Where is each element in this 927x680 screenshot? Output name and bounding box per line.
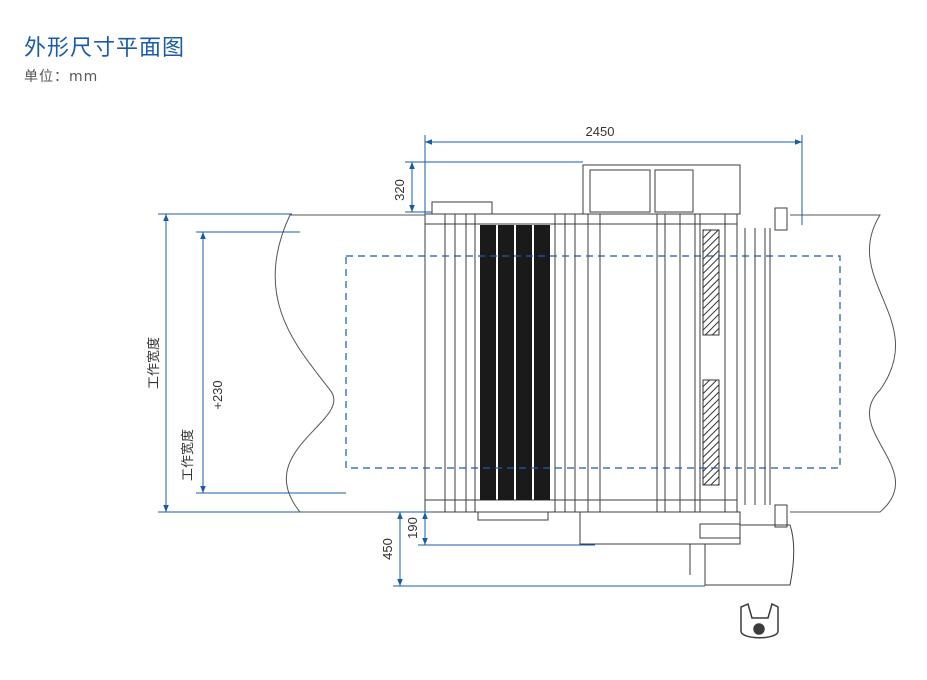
dim-bottom-far-label: 450 xyxy=(380,538,395,560)
roller xyxy=(516,225,532,500)
machine-body xyxy=(424,164,795,586)
roller xyxy=(498,225,514,500)
fabric-sheet xyxy=(274,214,897,513)
dim-working-width-outer-label: 工作宽度 xyxy=(146,337,162,389)
roller xyxy=(480,225,496,500)
hatched-bar-bottom xyxy=(702,379,720,486)
hatched-bar-top xyxy=(702,229,720,336)
dim-overall-length xyxy=(424,135,803,225)
dim-working-width-inner xyxy=(196,231,346,494)
dim-bottom-far xyxy=(393,511,705,587)
dim-top-offset xyxy=(405,161,583,213)
page-title: 外形尺寸平面图 xyxy=(24,36,186,61)
dim-working-width-inner-label: 工作宽度 xyxy=(180,429,196,481)
roller xyxy=(534,225,550,500)
dim-inner-width-label: +230 xyxy=(210,380,225,409)
working-area-outline xyxy=(345,255,841,469)
dim-bottom-near xyxy=(418,511,595,546)
operator-icon xyxy=(740,602,779,639)
dim-top-offset-label: 320 xyxy=(392,179,407,201)
dim-overall-length-label: 2450 xyxy=(586,124,615,139)
dim-bottom-near-label: 190 xyxy=(405,517,420,539)
unit-label: 单位：mm xyxy=(24,69,99,85)
roller-group xyxy=(480,225,550,500)
dim-working-width-outer xyxy=(158,213,300,513)
